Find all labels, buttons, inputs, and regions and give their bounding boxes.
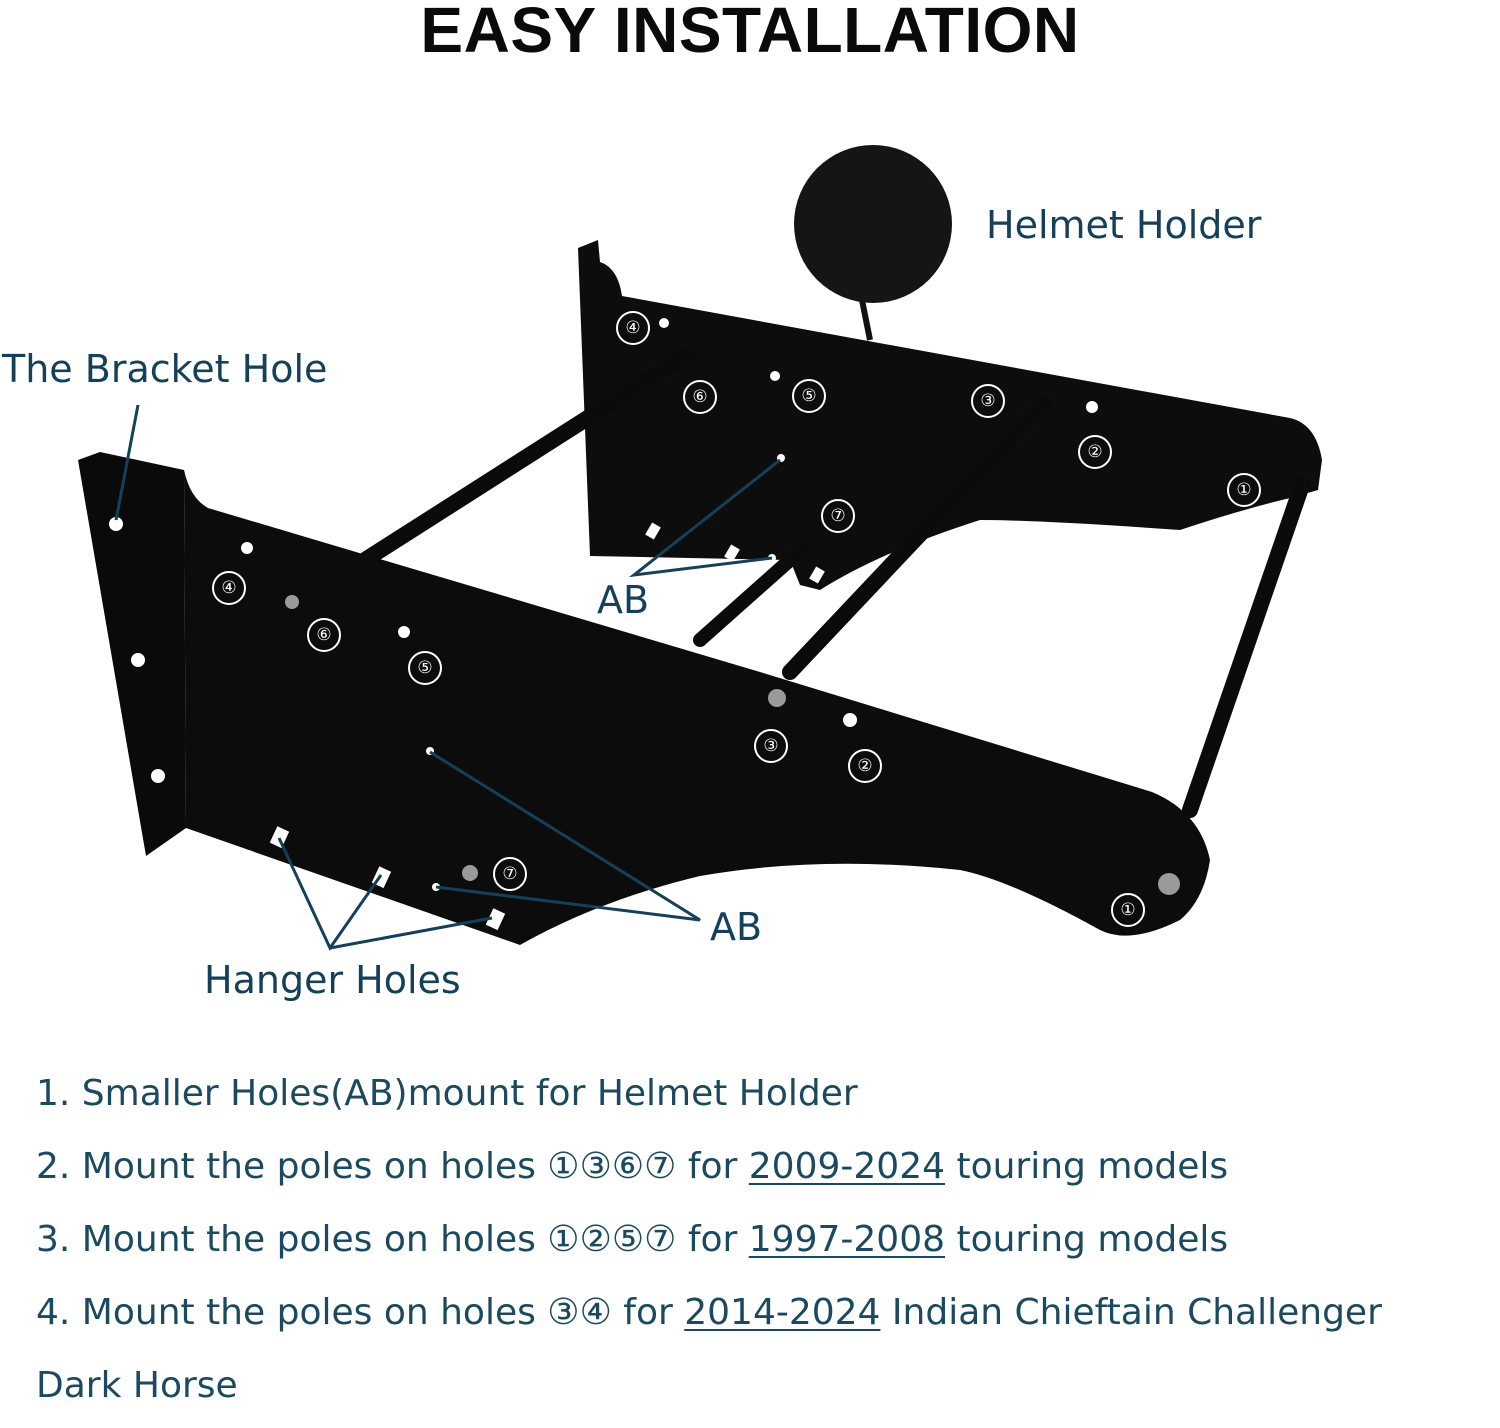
bracket-hole-leader [114,404,140,521]
ab-upper-label: AB [597,578,649,622]
mount-hole [843,713,857,727]
mount-bolt [768,689,786,707]
hole-number: ③ [980,391,995,411]
note-line: Dark Horse [36,1365,238,1406]
front-hole-numbers: ④ ⑥ ⑤ ③ ② ⑦ ① [212,571,1145,927]
hole-number: ② [857,756,872,776]
hole-number: ⑥ [692,387,707,407]
hole-number: ⑦ [502,864,517,884]
bracket-hole [131,653,145,667]
bracket-hole [151,769,165,783]
hole-number: ① [1236,480,1251,500]
helmet-holder-label: Helmet Holder [986,203,1262,247]
back-side-plate [578,240,1322,590]
hanger-hole [485,908,506,931]
bracket-hole-label: The Bracket Hole [1,347,327,391]
bracket-hole [109,517,123,531]
front-side-plate [184,470,1210,945]
pole [357,346,696,568]
hole-number: ② [1087,442,1102,462]
mount-hole [1086,401,1098,413]
year-range: 2009-2024 [748,1146,946,1187]
hole-number: ④ [625,318,640,338]
helmet-holder-stem [859,299,873,341]
hole-number: ⑤ [801,386,816,406]
bracket-flange [78,452,186,856]
pole [693,537,815,647]
ab-lower-label: AB [710,905,762,949]
pole [782,395,1052,680]
hanger-holes-label: Hanger Holes [204,958,461,1002]
mount-bolt [1158,873,1180,895]
mount-bolt [462,865,478,881]
mount-hole [398,626,410,638]
back-hole-numbers: ④ ⑥ ⑤ ③ ② ① ⑦ [616,311,1261,533]
note-line: 1. Smaller Holes(AB)mount for Helmet Hol… [36,1073,858,1114]
note-line: 3. Mount the poles on holes ①②⑤⑦ for 199… [36,1219,1229,1260]
mount-hole [659,318,669,328]
ab-lower-leader [429,750,701,922]
mount-hole [241,542,253,554]
hanger-hole [809,566,825,584]
hole-number: ① [1120,900,1135,920]
hole-number: ⑦ [830,506,845,526]
note-line: 4. Mount the poles on holes ③④ for 2014-… [36,1292,1382,1333]
rack-diagram: ④ ⑥ ⑤ ③ ② ① ⑦ ④ ⑥ ⑤ ③ ② ⑦ ① Helmet Holde [1,145,1322,1002]
hole-number: ⑥ [316,625,331,645]
ab-upper-leader [628,458,781,578]
hole-number: ④ [221,578,236,598]
installation-notes: 1. Smaller Holes(AB)mount for Helmet Hol… [36,1063,1500,1428]
mount-hole [770,371,780,381]
year-range: 1997-2008 [748,1219,946,1260]
note-line: 2. Mount the poles on holes ①③⑥⑦ for 200… [36,1146,1229,1187]
helmet-holder-ball [794,145,952,303]
hole-number: ③ [763,736,778,756]
hanger-hole [645,522,661,540]
hanger-holes-leader [329,916,493,950]
pole [1182,477,1310,818]
hanger-hole [269,826,290,849]
page-title: EASY INSTALLATION [420,0,1080,66]
hole-number: ⑤ [417,658,432,678]
mount-bolt [285,595,299,609]
year-range: 2014-2024 [684,1292,881,1333]
hanger-hole [724,544,740,562]
